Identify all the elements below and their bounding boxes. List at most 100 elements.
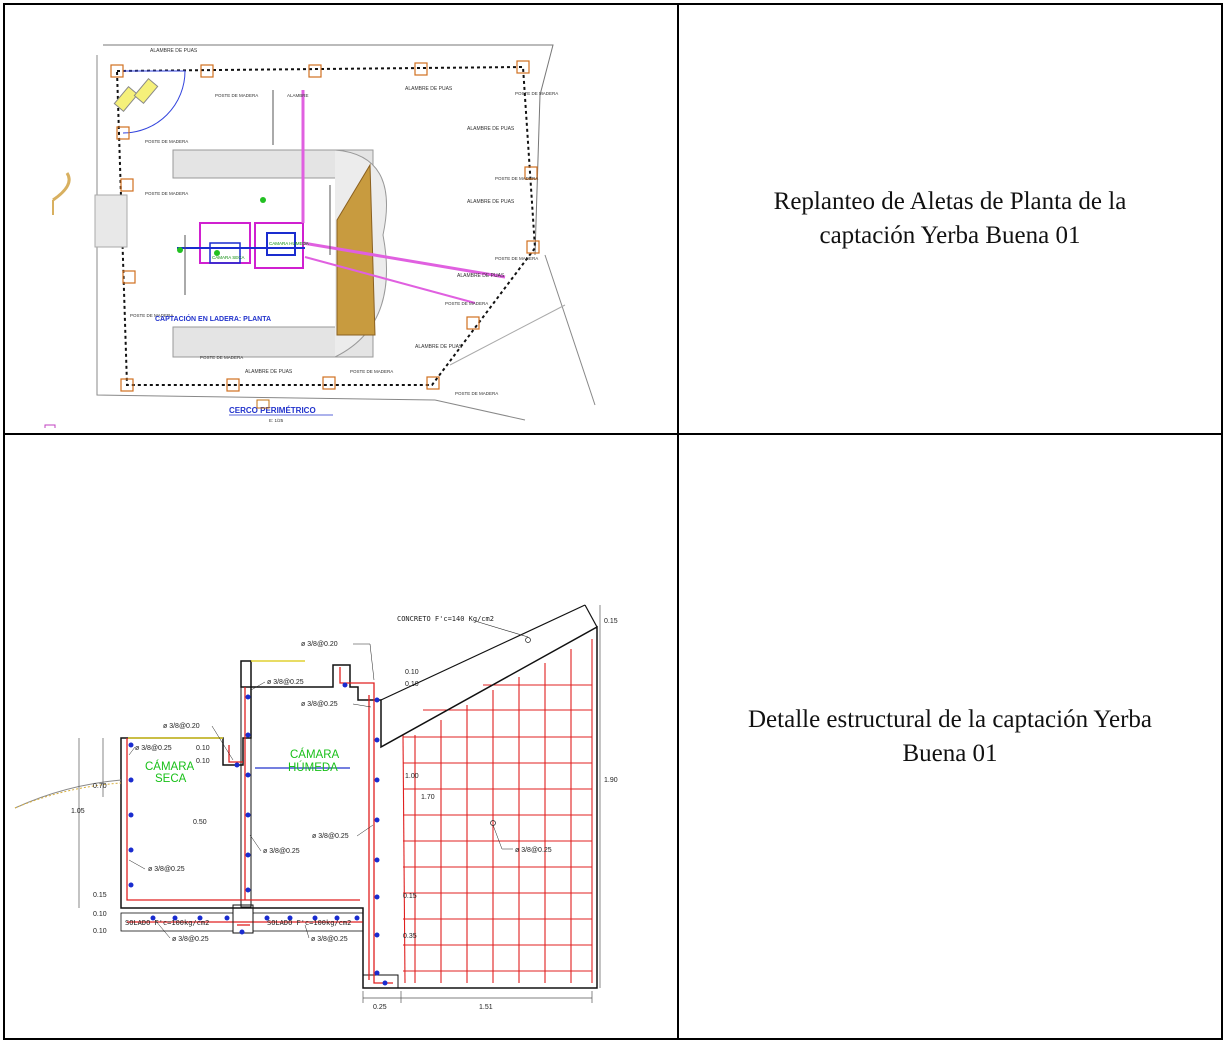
rebar-label: ø 3/8@0.25	[301, 701, 338, 708]
wet-chamber-label: CÁMARA	[290, 748, 340, 761]
post-icon	[516, 60, 530, 74]
post-label: POSTE DE MADERA	[495, 176, 538, 181]
wall-footing	[232, 904, 254, 934]
plan-caption: Replanteo de Aletas de Planta de la capt…	[677, 3, 1223, 435]
valve-mark	[260, 197, 266, 203]
wire-label: ALAMBRE DE PUAS	[457, 273, 505, 279]
post-icon	[466, 316, 480, 330]
gate-label-box	[133, 78, 159, 104]
wire-label: ALAMBRE DE PUAS	[467, 199, 515, 205]
wall-rebar	[126, 667, 393, 984]
wet-chamber-outline	[254, 222, 304, 269]
solado-strip	[252, 912, 364, 932]
leader-line	[474, 620, 529, 638]
inner-wall	[240, 686, 252, 908]
post-icon	[526, 240, 540, 254]
gabion	[94, 194, 128, 248]
post-label: POSTE DE MADERA	[215, 93, 258, 98]
inner-label: ALAMBRE	[287, 93, 309, 98]
leader-dot	[490, 820, 496, 826]
rebar-dots	[128, 682, 388, 986]
post-icon	[414, 62, 428, 76]
rebar-label: ø 3/8@0.25	[263, 848, 300, 855]
post-label: POSTE DE MADERA	[495, 256, 538, 261]
terrain-line	[449, 304, 566, 366]
wing-top-line	[584, 604, 598, 628]
rebar-label: ø 3/8@0.25	[148, 866, 185, 873]
rebar-label: ø 3/8@0.25	[515, 847, 552, 854]
caption-line: Detalle estructural de la captación Yerb…	[748, 705, 1152, 733]
post-icon	[308, 64, 322, 78]
gate-label-box	[113, 86, 139, 112]
dim-label: 1.05	[71, 808, 85, 815]
wire-label: ALAMBRE DE PUAS	[150, 48, 198, 54]
post-icon	[524, 166, 538, 180]
dim-label: 0.10	[196, 758, 210, 765]
pipe-line	[302, 241, 506, 279]
dim-label: 1.70	[421, 794, 435, 801]
post-icon	[120, 378, 134, 392]
dim-label: 0.10	[405, 669, 419, 676]
wing-top-line	[380, 604, 586, 701]
post-icon	[322, 376, 336, 390]
wire-label: ALAMBRE DE PUAS	[245, 369, 293, 375]
wing-rebar-grid	[402, 639, 593, 984]
posts	[110, 60, 540, 392]
fence-plan-drawing: ALAMBRE DE PUAS ALAMBRE DE PUAS ALAMBRE …	[44, 44, 596, 433]
table-row: CÁMARA SECA CÁMARA HÚMEDA CONCRETO F'c=1…	[3, 433, 1223, 1040]
drawing-title: CERCO PERIMÉTRICO	[229, 406, 316, 415]
caption-line: captación Yerba Buena 01	[819, 222, 1081, 249]
structural-drawing-cell: CÁMARA SECA CÁMARA HÚMEDA CONCRETO F'c=1…	[3, 433, 679, 1040]
dim-label: 1.51	[479, 1004, 493, 1011]
post-label: POSTE DE MADERA	[445, 301, 488, 306]
dimension-lines	[78, 605, 601, 1003]
inner-label: CAMARA HUMEDA	[269, 241, 309, 246]
table-row: ALAMBRE DE PUAS ALAMBRE DE PUAS ALAMBRE …	[3, 3, 1223, 435]
dim-label: 0.10	[405, 681, 419, 688]
gate-swing	[122, 70, 186, 134]
dim-label: 0.15	[403, 893, 417, 900]
post-label: POSTE DE MADERA	[350, 369, 393, 374]
post-icon	[426, 376, 440, 390]
plan-drawing-cell: ALAMBRE DE PUAS ALAMBRE DE PUAS ALAMBRE …	[3, 3, 679, 435]
post-label: POSTE DE MADERA	[145, 139, 188, 144]
post-label: POSTE DE MADERA	[130, 313, 173, 318]
chamber-box	[209, 242, 241, 264]
north-icon	[256, 399, 270, 409]
terrain-line	[434, 399, 526, 421]
site-boundary-line	[96, 55, 436, 401]
legend-icon	[44, 424, 56, 433]
drawing-scale: E: 1/25	[269, 418, 284, 423]
wire-label: ALAMBRE DE PUAS	[405, 86, 453, 92]
solado-label: SOLADO F'c=100kg/cm2	[267, 919, 351, 927]
caption-line: Replanteo de Aletas de Planta de la	[773, 188, 1127, 215]
terrain-line	[14, 782, 122, 809]
dry-chamber-label: CÁMARA	[145, 760, 195, 773]
wire-label: ALAMBRE DE PUAS	[467, 126, 515, 132]
terrain-edge	[52, 172, 71, 202]
rebar-label: ø 3/8@0.25	[135, 745, 172, 752]
rebar-label: ø 3/8@0.20	[163, 723, 200, 730]
post-label: POSTE DE MADERA	[145, 191, 188, 196]
rebar-label: ø 3/8@0.25	[311, 936, 348, 943]
wall-footing	[362, 974, 399, 989]
structure-outline	[120, 625, 598, 989]
post-icon	[120, 178, 134, 192]
filter-gravel	[336, 163, 376, 336]
leader-lines	[128, 643, 513, 939]
post-label: POSTE DE MADERA	[200, 355, 243, 360]
leader-dot	[525, 637, 531, 643]
document-table: ALAMBRE DE PUAS ALAMBRE DE PUAS ALAMBRE …	[3, 3, 1223, 1040]
concrete-note: CONCRETO F'c=140 Kg/cm2	[397, 615, 494, 623]
dim-label: 1.00	[405, 773, 419, 780]
dim-label: 0.10	[93, 911, 107, 918]
dim-label: 0.25	[373, 1004, 387, 1011]
dim-label: 0.10	[93, 928, 107, 935]
pipe-line	[304, 256, 476, 304]
dim-label: 0.10	[196, 745, 210, 752]
dim-label: 0.70	[93, 783, 107, 790]
rebar-label: ø 3/8@0.25	[312, 833, 349, 840]
rebar-label: ø 3/8@0.20	[301, 641, 338, 648]
valve-mark	[214, 250, 220, 256]
post-label: POSTE DE MADERA	[515, 91, 558, 96]
